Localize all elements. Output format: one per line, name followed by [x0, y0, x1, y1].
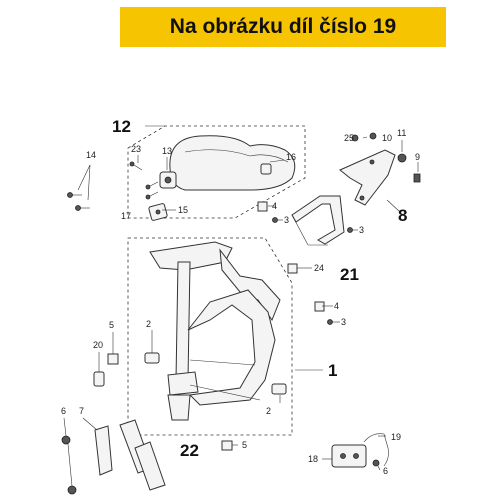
- seat-screws: [129, 161, 159, 200]
- callout-17: 17: [121, 211, 131, 221]
- callout-6-left: 6: [61, 406, 66, 416]
- screw-6-right: [372, 459, 380, 467]
- callout-18: 18: [308, 454, 318, 464]
- callout-21: 21: [340, 265, 359, 284]
- bracket-7: [94, 425, 113, 476]
- callout-25: 25: [344, 133, 354, 143]
- callout-5-lower: 5: [242, 440, 247, 450]
- callout-3-lower: 3: [341, 317, 346, 327]
- lock-assembly-18: [331, 444, 367, 468]
- rear-carrier: [291, 195, 345, 246]
- callout-14: 14: [86, 150, 96, 160]
- spacer-20: [93, 371, 105, 387]
- nut-5-left: [107, 353, 119, 365]
- main-frame: [149, 241, 281, 421]
- callout-8: 8: [398, 206, 407, 225]
- washer-11: [397, 153, 407, 163]
- callout-22: 22: [180, 441, 199, 460]
- nut-10: [369, 132, 377, 140]
- callout-7: 7: [79, 406, 84, 416]
- clip-4-upper: [257, 201, 268, 212]
- callout-13: 13: [162, 146, 172, 156]
- callout-5-left: 5: [109, 320, 114, 330]
- banner-text: Na obrázku díl číslo 19: [169, 15, 397, 38]
- bushing-2-left: [144, 352, 160, 364]
- frame-group-outline: [127, 237, 293, 436]
- nut-6-left-bottom: [67, 485, 77, 495]
- callout-15: 15: [178, 205, 188, 215]
- clip-4-lower: [314, 301, 325, 312]
- screw-3-upper: [272, 217, 278, 223]
- callout-3-right: 3: [359, 225, 364, 235]
- callout-1: 1: [328, 361, 337, 380]
- callout-20: 20: [93, 340, 103, 350]
- callout-16: 16: [286, 152, 296, 162]
- callout-12: 12: [112, 117, 131, 136]
- clip-24: [287, 263, 298, 274]
- callout-10: 10: [382, 133, 392, 143]
- seat: [169, 135, 296, 191]
- bushing-2-right: [271, 383, 287, 395]
- rubber-stop: [260, 163, 272, 175]
- callout-2-right: 2: [266, 406, 271, 416]
- callout-19: 19: [391, 432, 401, 442]
- seat-lock: [159, 171, 177, 189]
- bolt-6-left: [61, 435, 71, 445]
- screw-3-right: [347, 227, 353, 233]
- bolt-9: [413, 173, 421, 183]
- callout-4-lower: 4: [334, 301, 339, 311]
- callout-4-upper: 4: [272, 201, 277, 211]
- hinge-plate: [148, 203, 168, 221]
- callout-6-right: 6: [383, 466, 388, 476]
- side-plate-22-right: [134, 441, 166, 491]
- callout-2-left: 2: [146, 319, 151, 329]
- rear-bracket: [339, 149, 396, 206]
- nut-5-lower: [221, 440, 233, 451]
- callout-23: 23: [131, 144, 141, 154]
- bolt-25: [351, 134, 359, 142]
- cable-19: [363, 433, 389, 467]
- screws-14: [67, 164, 91, 211]
- part-number-banner: Na obrázku díl číslo 19: [120, 7, 446, 47]
- callout-3-upper: 3: [284, 215, 289, 225]
- callout-11: 11: [397, 128, 406, 138]
- callout-24: 24: [314, 263, 324, 273]
- leader-lines: [63, 125, 419, 487]
- callout-9: 9: [415, 152, 420, 162]
- screw-3-lower: [327, 319, 333, 325]
